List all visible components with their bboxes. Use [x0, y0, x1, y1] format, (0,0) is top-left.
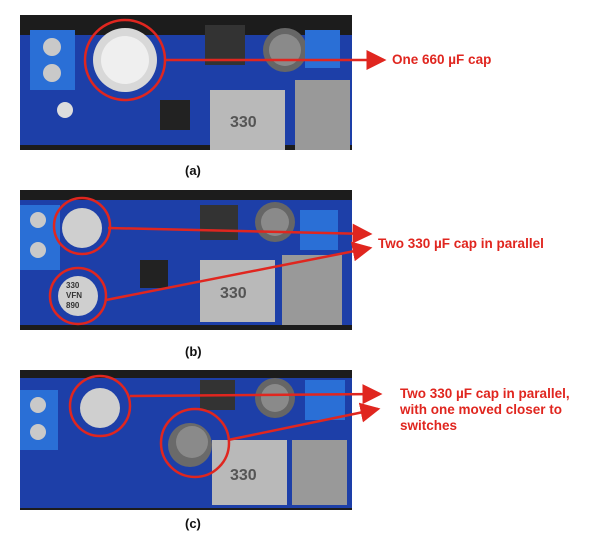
- arrow-c2: [227, 402, 381, 442]
- panel-label-a: (a): [185, 163, 201, 178]
- annotation-c-line-3: switches: [400, 418, 458, 433]
- cap-marking-3: 890: [66, 301, 80, 310]
- photo-panel-a: 330: [20, 15, 352, 150]
- panel-label-b: (b): [185, 344, 202, 359]
- annotation-a: One 660 µF cap: [392, 52, 491, 68]
- cap-marking-2: VFN: [66, 291, 82, 300]
- highlight-circle-b1: [52, 196, 112, 256]
- highlight-circle-b2: [48, 266, 108, 326]
- arrow-c1: [129, 384, 383, 405]
- panel-label-c: (c): [185, 516, 201, 531]
- highlight-circle-c1: [68, 374, 132, 438]
- inductor-marking: 330: [230, 114, 257, 131]
- photo-panel-c: 330: [20, 370, 352, 510]
- annotation-c-line-1: Two 330 µF cap in parallel,: [400, 386, 570, 401]
- annotation-b: Two 330 µF cap in parallel: [378, 236, 544, 252]
- highlight-circle-a: [83, 18, 167, 102]
- arrow-b2: [105, 241, 373, 302]
- inductor-marking: 330: [220, 285, 247, 302]
- annotation-c-line-2: with one moved closer to: [400, 402, 563, 417]
- highlight-circle-c2: [159, 407, 231, 479]
- arrow-b1: [107, 223, 373, 244]
- annotation-b-line: Two 330 µF cap in parallel: [378, 236, 544, 251]
- annotation-a-line: One 660 µF cap: [392, 52, 492, 67]
- cap-marking-1: 330: [66, 281, 80, 290]
- inductor-marking: 330: [230, 467, 257, 484]
- annotation-c: Two 330 µF cap in parallel, with one mov…: [400, 386, 570, 434]
